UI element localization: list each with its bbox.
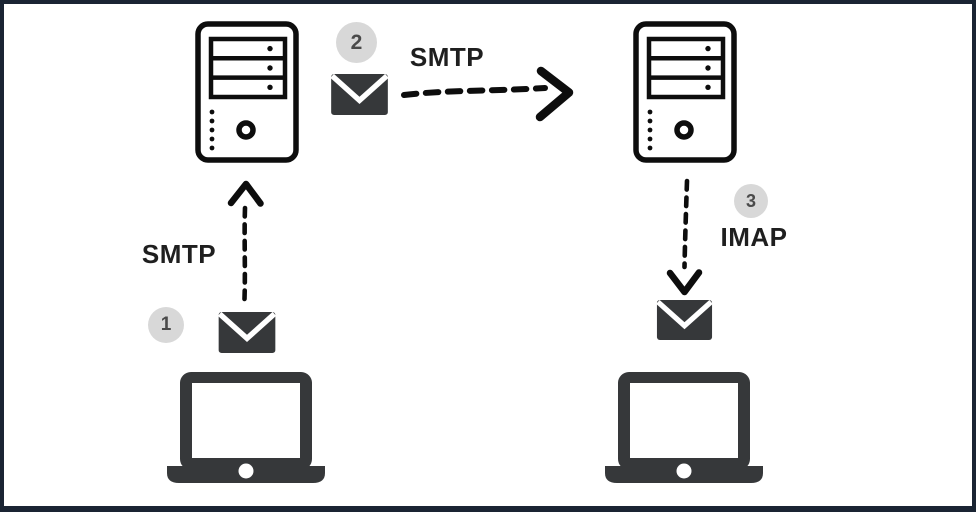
recipient-laptop-icon bbox=[604, 371, 764, 485]
smtp-relay-arrow bbox=[401, 66, 574, 122]
envelope-icon bbox=[656, 298, 713, 342]
step-number: 1 bbox=[160, 314, 172, 335]
imap-download-arrow bbox=[666, 178, 703, 296]
envelope-icon bbox=[217, 311, 277, 354]
smtp-upload-label: SMTP bbox=[141, 239, 217, 269]
incoming-mail-server-icon bbox=[633, 21, 737, 163]
step-number: 2 bbox=[350, 30, 363, 54]
envelope-icon bbox=[330, 73, 389, 116]
smtp-upload-arrow bbox=[227, 180, 264, 302]
step-badge-3: 3 bbox=[734, 184, 768, 218]
step-badge-1: 1 bbox=[148, 307, 184, 343]
step-number: 3 bbox=[745, 190, 756, 211]
smtp-relay-label: SMTP bbox=[409, 42, 485, 72]
sender-laptop-icon bbox=[166, 371, 326, 485]
imap-download-label: IMAP bbox=[720, 222, 788, 252]
outgoing-mail-server-icon bbox=[195, 21, 299, 163]
step-badge-2: 2 bbox=[336, 22, 377, 63]
